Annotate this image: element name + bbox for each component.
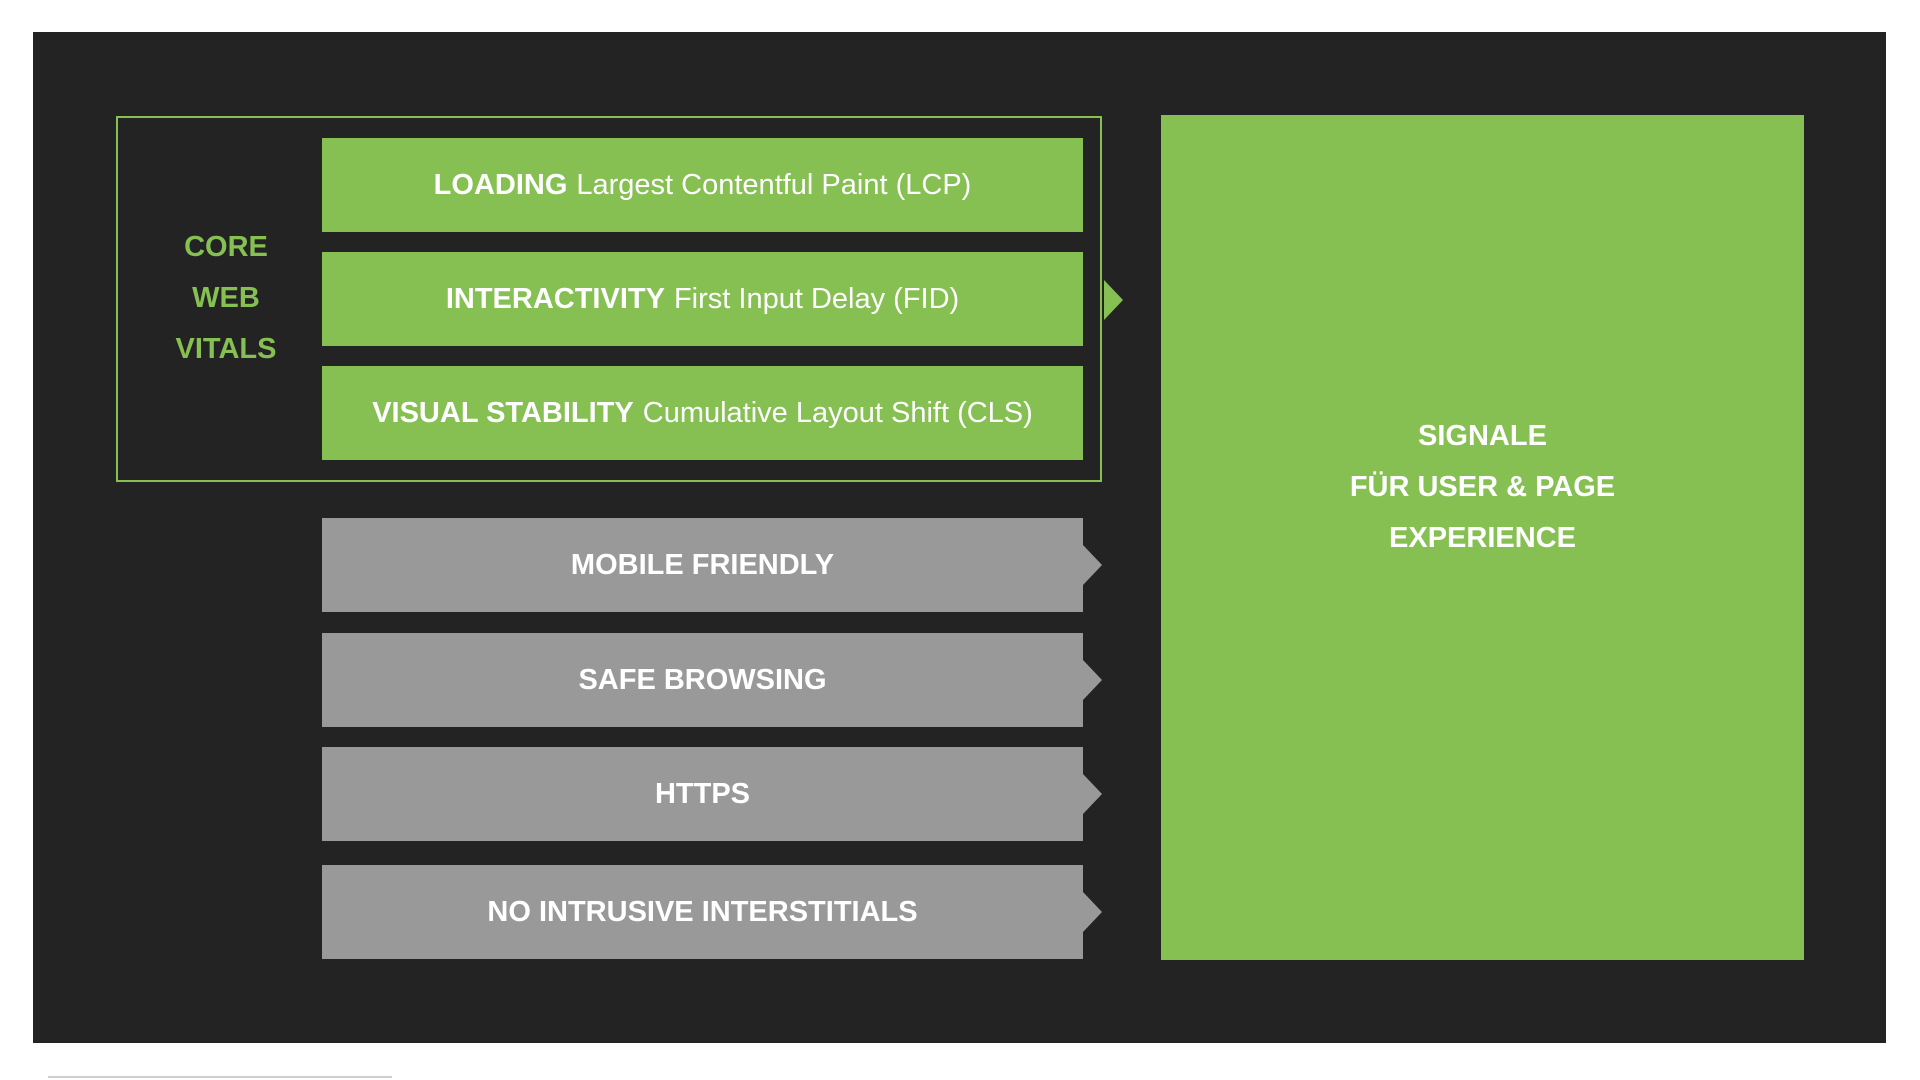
page-experience-box: SIGNALE FÜR USER & PAGE EXPERIENCE <box>1161 115 1804 960</box>
core-web-vitals-label-line: CORE <box>184 231 268 263</box>
page-experience-line: SIGNALE <box>1418 420 1547 452</box>
signal-label: NO INTRUSIVE INTERSTITIALS <box>487 895 918 928</box>
signal-bar-safe-browsing: SAFE BROWSING <box>322 633 1083 727</box>
signal-label: HTTPS <box>654 777 751 810</box>
metric-name: First Input Delay (FID) <box>673 282 960 315</box>
metric-name: Largest Contentful Paint (LCP) <box>576 168 972 201</box>
core-web-vitals-label-line: WEB <box>192 282 260 314</box>
metric-bar-loading: LOADING Largest Contentful Paint (LCP) <box>322 138 1083 232</box>
bottom-divider <box>48 1076 392 1078</box>
core-web-vitals-label-line: VITALS <box>175 333 277 365</box>
core-web-vitals-arrow-icon <box>1104 280 1123 320</box>
core-web-vitals-frame <box>116 116 1102 482</box>
arrow-right-icon <box>1083 545 1102 585</box>
signal-bar-no-intrusive-interstitials: NO INTRUSIVE INTERSTITIALS <box>322 865 1083 959</box>
metric-category: INTERACTIVITY <box>445 282 665 315</box>
page-experience-line: FÜR USER & PAGE <box>1349 471 1616 503</box>
metric-bar-interactivity: INTERACTIVITY First Input Delay (FID) <box>322 252 1083 346</box>
arrow-right-icon <box>1083 774 1102 814</box>
metric-bar-visual-stability: VISUAL STABILITY Cumulative Layout Shift… <box>322 366 1083 460</box>
metric-name: Cumulative Layout Shift (CLS) <box>642 396 1033 429</box>
page-experience-line: EXPERIENCE <box>1389 522 1576 554</box>
signal-label: SAFE BROWSING <box>578 663 827 696</box>
signal-bar-https: HTTPS <box>322 747 1083 841</box>
metric-category: LOADING <box>433 168 568 201</box>
arrow-right-icon <box>1083 660 1102 700</box>
signal-label: MOBILE FRIENDLY <box>570 548 835 581</box>
core-web-vitals-label: CORE WEB VITALS <box>126 222 326 375</box>
metric-category: VISUAL STABILITY <box>372 396 634 429</box>
signal-bar-mobile-friendly: MOBILE FRIENDLY <box>322 518 1083 612</box>
arrow-right-icon <box>1083 892 1102 932</box>
page-experience-label: SIGNALE FÜR USER & PAGE EXPERIENCE <box>1350 411 1615 564</box>
